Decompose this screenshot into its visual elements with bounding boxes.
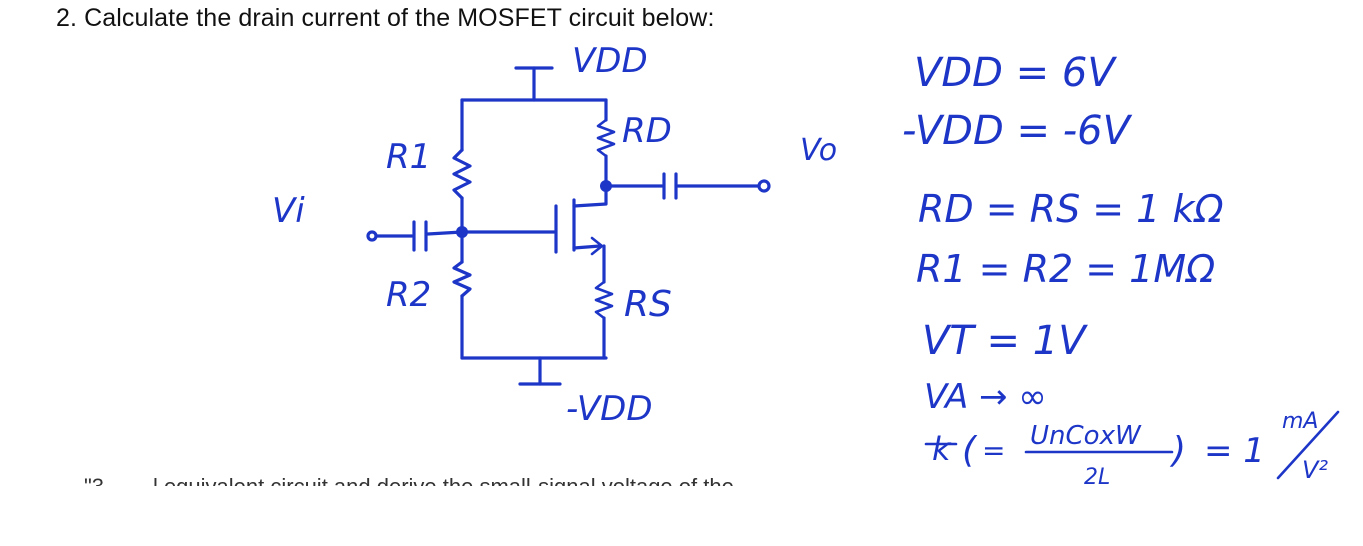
unit-numerator: mA — [1282, 409, 1318, 434]
k-symbol: k — [932, 430, 952, 468]
element-of-sign: = — [982, 434, 1005, 467]
given-vt: VT = 1V — [922, 318, 1088, 364]
input-wire-right — [426, 230, 464, 236]
unit-denominator: V² — [1302, 456, 1328, 484]
unit-slash — [1276, 410, 1340, 480]
rs-resistor — [594, 280, 614, 320]
given-va: VA → ∞ — [924, 377, 1047, 417]
mosfet-drain-lead — [572, 184, 608, 208]
vo-label: Vo — [800, 133, 837, 168]
r2-label: R2 — [386, 275, 431, 315]
given-rd-rs: RD = RS = 1 kΩ — [918, 187, 1223, 231]
r1-resistor — [452, 148, 472, 200]
rs-label: RS — [624, 284, 672, 325]
paren-close: ) — [1169, 430, 1186, 471]
mosfet-source-lead — [572, 244, 602, 250]
paren-open: ( — [962, 430, 978, 471]
circuit-diagram: VDD R1 RD Vo Vi R2 RS -VDD — [272, 41, 837, 429]
rd-label: RD — [622, 111, 672, 151]
source-arrow — [590, 236, 604, 256]
r1-label: R1 — [386, 137, 431, 177]
given-vdd: VDD = 6V — [914, 50, 1117, 96]
formula-denominator: 2L — [1084, 465, 1110, 490]
r2-resistor — [452, 260, 472, 298]
formula-value: = 1 — [1204, 431, 1265, 471]
given-values: VDD = 6V -VDD = -6V RD = RS = 1 kΩ R1 = … — [902, 50, 1223, 417]
cut-off-next-question: "3 ... ...l equivalent circuit and deriv… — [84, 474, 758, 499]
given-r1-r2: R1 = R2 = 1MΩ — [916, 247, 1215, 291]
vdd-bottom-label: -VDD — [566, 389, 653, 429]
vi-label: Vi — [272, 191, 305, 231]
given-neg-vdd: -VDD = -6V — [902, 108, 1133, 154]
formula-numerator: UnCoxW — [1030, 421, 1142, 451]
process-parameter: k ( = UnCoxW 2L ) = 1 mA V² — [924, 409, 1340, 490]
output-terminal — [757, 179, 771, 193]
vdd-top-label: VDD — [572, 41, 648, 81]
rd-resistor — [596, 118, 616, 158]
question-text: 2. Calculate the drain current of the MO… — [56, 4, 715, 32]
